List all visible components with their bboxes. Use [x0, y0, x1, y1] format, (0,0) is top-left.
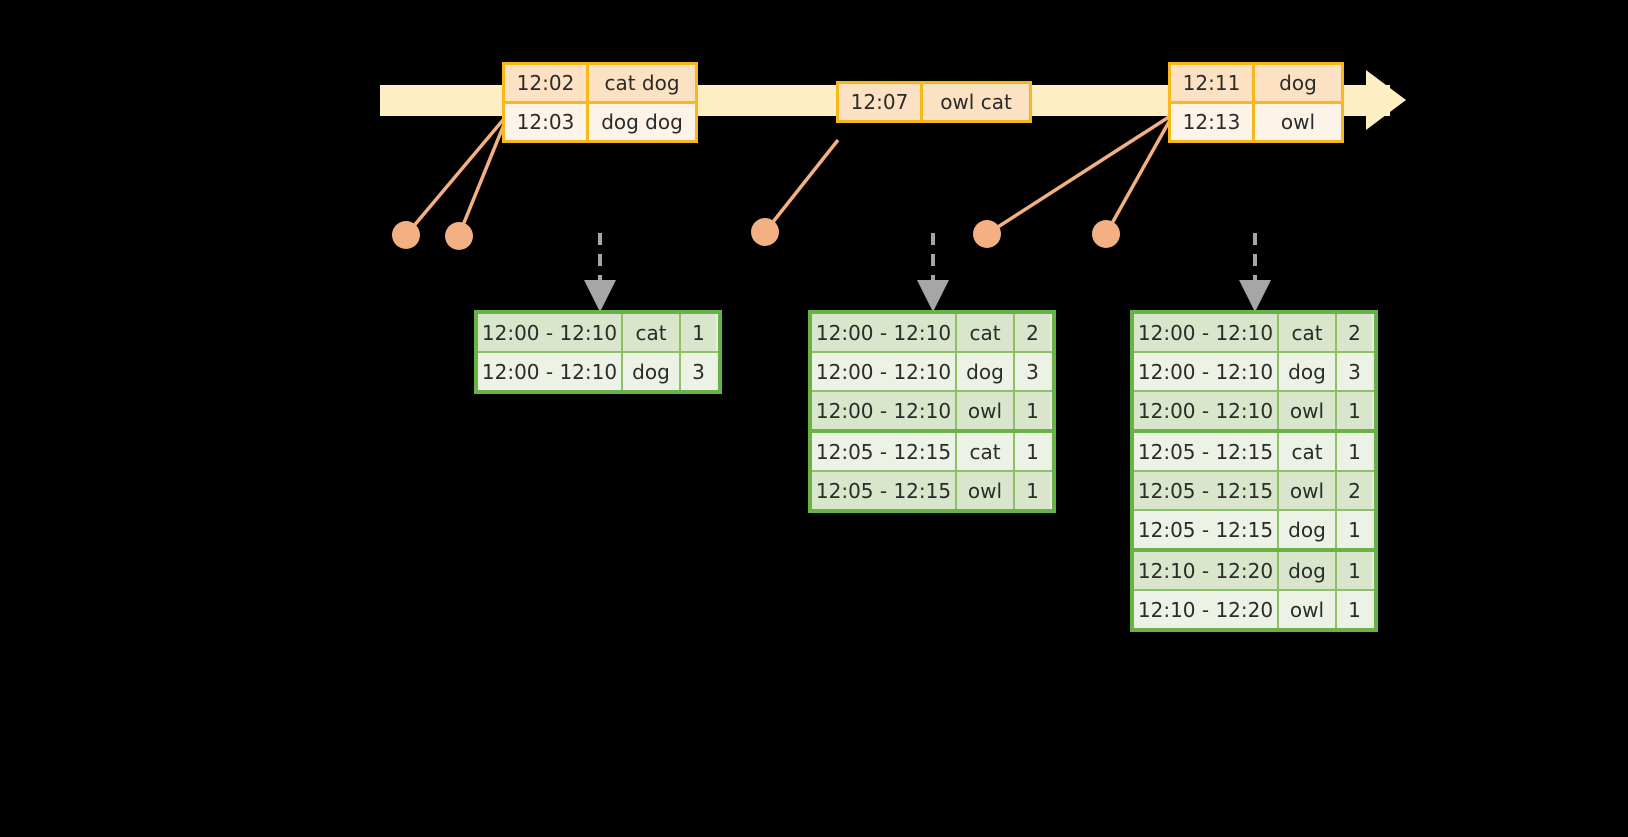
- result-count: 3: [1337, 353, 1372, 390]
- result-word: owl: [1279, 591, 1337, 628]
- event-row: 12:13 owl: [1171, 101, 1341, 140]
- event-marker-4: [973, 220, 1001, 248]
- result-count: 2: [1015, 314, 1050, 351]
- result-word: dog: [1279, 511, 1337, 548]
- result-word: dog: [623, 353, 681, 390]
- result-window: 12:10 - 12:20: [1134, 591, 1279, 628]
- emit-arrows: [584, 233, 1271, 312]
- result-word: owl: [957, 392, 1015, 429]
- event-words: cat dog: [589, 65, 695, 101]
- result-window: 12:05 - 12:15: [812, 472, 957, 509]
- result-word: dog: [1279, 552, 1337, 589]
- result-word: dog: [957, 353, 1015, 390]
- event-time: 12:02: [505, 65, 589, 101]
- result-window: 12:00 - 12:10: [812, 314, 957, 351]
- event-words: dog dog: [589, 104, 695, 140]
- event-box-2[interactable]: 12:07 owl cat: [836, 81, 1032, 123]
- result-count: 1: [1015, 433, 1050, 470]
- event-time: 12:07: [839, 84, 923, 120]
- result-window: 12:00 - 12:10: [478, 314, 623, 351]
- result-window: 12:00 - 12:10: [478, 353, 623, 390]
- result-count: 2: [1337, 314, 1372, 351]
- event-time: 12:11: [1171, 65, 1255, 101]
- result-count: 1: [1337, 511, 1372, 548]
- result-word: cat: [957, 433, 1015, 470]
- result-count: 1: [1015, 392, 1050, 429]
- result-word: owl: [957, 472, 1015, 509]
- marker-dots: [392, 218, 1120, 250]
- result-count: 1: [1337, 552, 1372, 589]
- event-marker-2: [445, 222, 473, 250]
- leader-line-4: [986, 113, 1173, 236]
- leader-line-3: [763, 138, 840, 234]
- result-window: 12:05 - 12:15: [1134, 511, 1279, 548]
- result-window: 12:05 - 12:15: [812, 433, 957, 470]
- result-window: 12:00 - 12:10: [812, 392, 957, 429]
- result-window: 12:10 - 12:20: [1134, 552, 1279, 589]
- result-word: owl: [1279, 472, 1337, 509]
- result-count: 1: [1337, 591, 1372, 628]
- event-time: 12:13: [1171, 104, 1255, 140]
- result-count: 3: [681, 353, 716, 390]
- result-word: cat: [957, 314, 1015, 351]
- event-row: 12:03 dog dog: [505, 101, 695, 140]
- event-words: dog: [1255, 65, 1341, 101]
- result-window: 12:05 - 12:15: [1134, 433, 1279, 470]
- event-marker-3: [751, 218, 779, 246]
- event-marker-1: [392, 221, 420, 249]
- result-count: 1: [1337, 392, 1372, 429]
- event-words: owl: [1255, 104, 1341, 140]
- event-row: 12:11 dog: [1171, 65, 1341, 101]
- result-window: 12:00 - 12:10: [812, 353, 957, 390]
- event-row: 12:02 cat dog: [505, 65, 695, 101]
- result-count: 1: [1015, 472, 1050, 509]
- result-word: cat: [1279, 314, 1337, 351]
- event-box-1[interactable]: 12:02 cat dog 12:03 dog dog: [502, 62, 698, 143]
- event-time: 12:03: [505, 104, 589, 140]
- leader-line-5: [1104, 119, 1172, 235]
- timeline-arrow-head: [1366, 70, 1406, 130]
- event-box-3[interactable]: 12:11 dog 12:13 owl: [1168, 62, 1344, 143]
- result-word: cat: [1279, 433, 1337, 470]
- result-word: dog: [1279, 353, 1337, 390]
- event-words: owl cat: [923, 84, 1029, 120]
- leader-line-1: [405, 118, 505, 236]
- result-window: 12:05 - 12:15: [1134, 472, 1279, 509]
- result-count: 1: [681, 314, 716, 351]
- result-word: cat: [623, 314, 681, 351]
- event-marker-5: [1092, 220, 1120, 248]
- result-count: 1: [1337, 433, 1372, 470]
- leader-line-2: [457, 121, 507, 236]
- result-word: owl: [1279, 392, 1337, 429]
- result-window: 12:00 - 12:10: [1134, 353, 1279, 390]
- result-count: 3: [1015, 353, 1050, 390]
- result-count: 2: [1337, 472, 1372, 509]
- event-row: 12:07 owl cat: [839, 84, 1029, 120]
- result-window: 12:00 - 12:10: [1134, 314, 1279, 351]
- result-window: 12:00 - 12:10: [1134, 392, 1279, 429]
